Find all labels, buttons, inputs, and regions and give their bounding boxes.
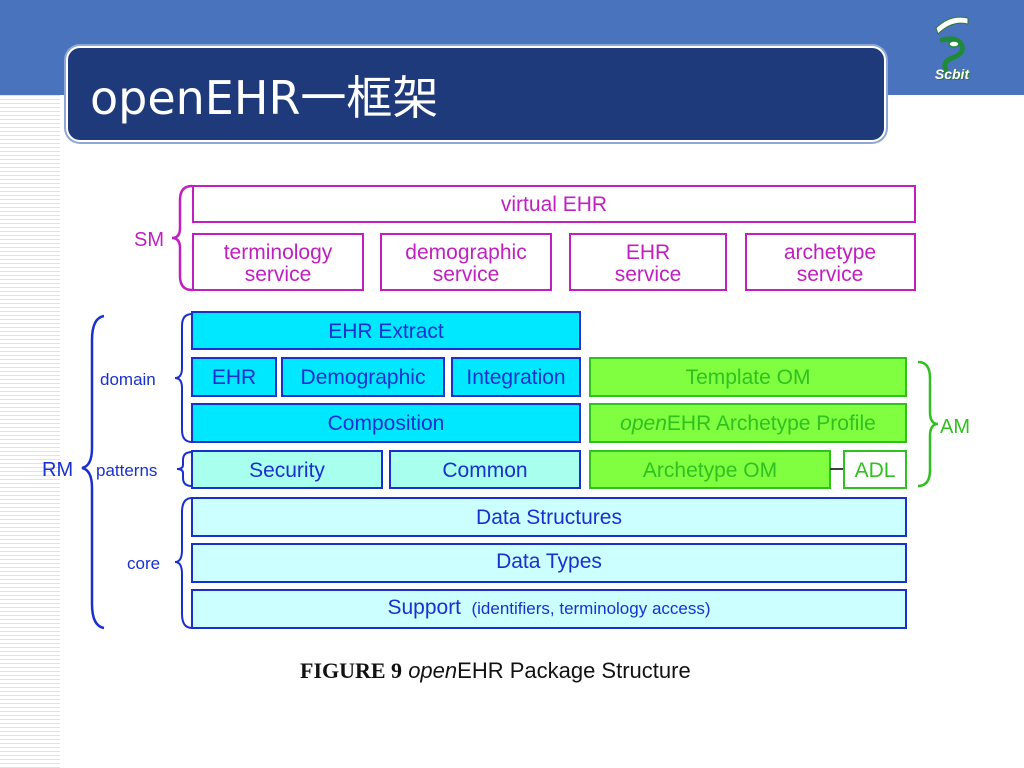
data-types-box [191, 543, 907, 583]
ehr-service-line2: service [615, 263, 682, 286]
slide-title: openEHR一框架 [90, 71, 439, 125]
domain-brace [174, 313, 193, 443]
profile-rest: EHR Archetype Profile [667, 412, 876, 435]
common-box [389, 450, 581, 489]
support-text: Support (identifiers, terminology access… [387, 596, 710, 619]
virtual-ehr-label: virtual EHR [501, 193, 607, 216]
domain-label: domain [100, 370, 156, 389]
archetype-profile-box [589, 403, 907, 443]
ehr-box [191, 357, 277, 397]
common-label: Common [442, 459, 527, 482]
support-label: Support [387, 596, 461, 619]
template-om-label: Template OM [686, 366, 811, 389]
caption-italic: open [408, 658, 458, 683]
security-label: Security [249, 459, 325, 482]
sm-brace [171, 184, 193, 292]
demographic-box [281, 357, 445, 397]
ehr-service-line1: EHR [626, 241, 670, 264]
archetype-om-label: Archetype OM [643, 459, 777, 482]
ehr-extract-box [191, 311, 581, 350]
security-box [191, 450, 383, 489]
patterns-label: patterns [96, 461, 157, 480]
sm-label: SM [134, 229, 164, 251]
virtual-ehr-box [192, 185, 916, 223]
rm-brace [81, 314, 105, 630]
demographic-service-line2: service [433, 263, 500, 286]
support-note: (identifiers, terminology access) [471, 599, 710, 618]
demographic-service-line1: demographic [405, 241, 526, 264]
adl-box [843, 450, 907, 489]
figure-number: FIGURE 9 [300, 658, 403, 683]
integration-box [451, 357, 581, 397]
archetype-service-box [745, 233, 916, 291]
scbit-logo-icon [935, 16, 969, 73]
title-banner [66, 46, 886, 142]
terminology-service-line1: terminology [224, 241, 333, 264]
ehr-label: EHR [212, 366, 256, 389]
integration-label: Integration [466, 366, 565, 389]
archetype-profile-text: openEHR Archetype Profile [620, 412, 876, 435]
am-brace [917, 360, 939, 488]
data-types-label: Data Types [496, 550, 602, 573]
support-box [191, 589, 907, 629]
ehr-extract-label: EHR Extract [328, 320, 444, 343]
demographic-service-box [380, 233, 552, 291]
ehr-service-box [569, 233, 727, 291]
terminology-service-line2: service [245, 263, 312, 286]
core-label: core [127, 554, 160, 573]
core-brace [174, 497, 193, 629]
archetype-service-line2: service [797, 263, 864, 286]
template-om-box [589, 357, 907, 397]
profile-italic: open [620, 412, 667, 435]
rm-label: RM [42, 459, 73, 481]
data-structures-label: Data Structures [476, 506, 622, 529]
demographic-label: Demographic [301, 366, 426, 389]
composition-label: Composition [328, 412, 445, 435]
am-label: AM [940, 416, 970, 438]
figure-caption: FIGURE 9 openEHR Package Structure [300, 658, 691, 684]
logo-text: Scbit [934, 66, 970, 82]
data-structures-box [191, 497, 907, 537]
patterns-brace [176, 451, 193, 487]
composition-box [191, 403, 581, 443]
archetype-om-box [589, 450, 831, 489]
decorative-stripes [0, 95, 60, 768]
terminology-service-box [192, 233, 364, 291]
adl-label: ADL [855, 459, 896, 482]
caption-rest: EHR Package Structure [457, 658, 691, 683]
archetype-service-line1: archetype [784, 241, 876, 264]
